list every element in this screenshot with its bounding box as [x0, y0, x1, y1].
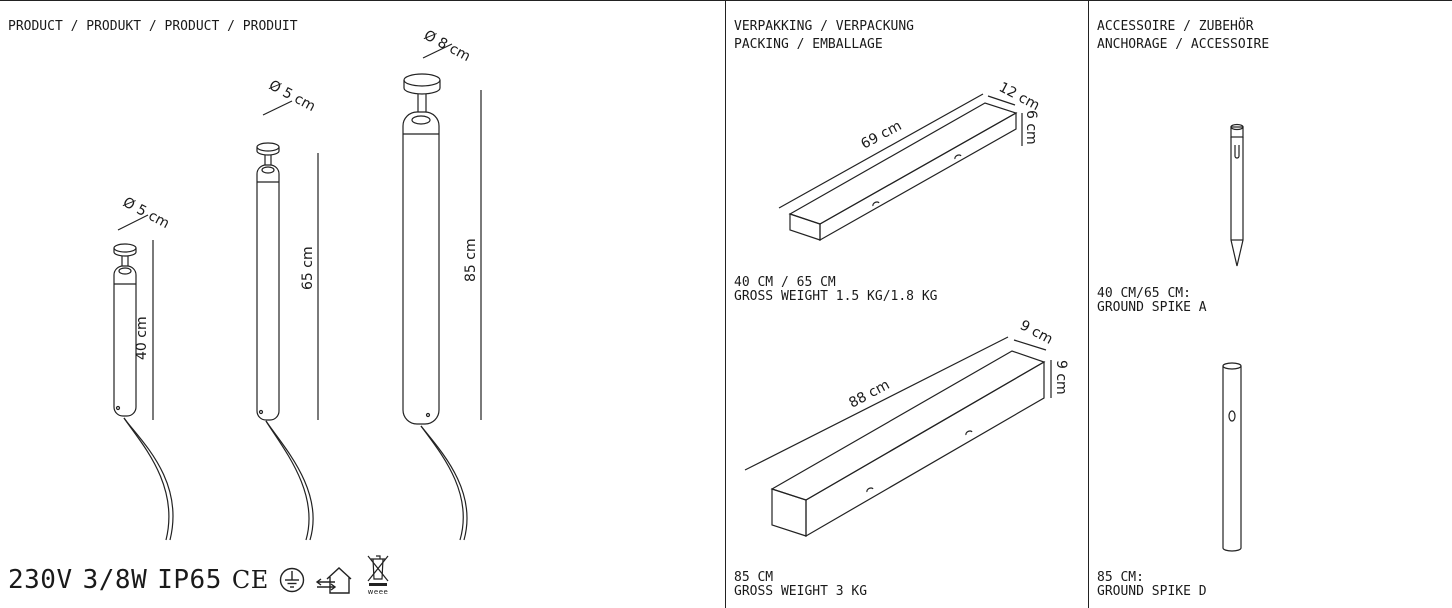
ground-spike-a-drawing	[1230, 123, 1244, 267]
divider-packing-accessoire	[1088, 0, 1089, 608]
packing-heading-line2: PACKING / EMBALLAGE	[734, 37, 883, 52]
spec-line: 230V 3/8W IP65 CE weee	[8, 555, 393, 595]
accessoire-heading-line2: ANCHORAGE / ACCESSOIRE	[1097, 37, 1270, 52]
spike-a-caption-line2: GROUND SPIKE A	[1097, 300, 1207, 315]
spike-d-caption-line1: 85 CM:	[1097, 570, 1144, 585]
lamp2-height-label: 65 cm	[300, 246, 316, 290]
box-large-drawing	[744, 336, 1052, 538]
accessoire-heading-line1: ACCESSOIRE / ZUBEHÖR	[1097, 19, 1254, 34]
voltage-text: 230V	[8, 565, 73, 595]
power-text: 3/8W	[82, 565, 148, 595]
bollard-85cm-drawing	[402, 43, 482, 541]
box2-height-label: 9 cm	[1053, 360, 1069, 395]
ce-mark-icon: CE	[231, 566, 269, 594]
spike-a-caption-line1: 40 CM/65 CM:	[1097, 286, 1191, 301]
divider-product-packing	[725, 0, 726, 608]
bollard-40cm-drawing	[113, 214, 174, 541]
box-small-drawing	[778, 93, 1023, 242]
lamp1-height-label: 40 cm	[134, 316, 150, 360]
box1-caption-line2: GROSS WEIGHT 1.5 KG/1.8 KG	[734, 289, 938, 304]
ip-rating-text: IP65	[157, 565, 222, 595]
box1-caption-line1: 40 CM / 65 CM	[734, 275, 836, 290]
bollard-65cm-drawing	[256, 100, 319, 541]
box1-height-label: 6 cm	[1023, 110, 1039, 145]
lamp3-height-label: 85 cm	[463, 238, 479, 282]
weee-bin-icon: weee	[367, 555, 389, 595]
spike-d-caption-line2: GROUND SPIKE D	[1097, 584, 1207, 599]
indoor-outdoor-house-icon	[315, 567, 352, 594]
packing-heading-line1: VERPAKKING / VERPACKUNG	[734, 19, 915, 34]
protective-earth-icon	[279, 567, 304, 593]
box2-caption-line2: GROSS WEIGHT 3 KG	[734, 584, 868, 599]
ground-spike-d-drawing	[1222, 362, 1242, 552]
product-heading: PRODUCT / PRODUKT / PRODUCT / PRODUIT	[8, 19, 298, 34]
product-drawing: Ø 5 cm 40 cm Ø 5 cm 65 cm Ø 8 cm 85 cm	[113, 27, 482, 541]
weee-label: weee	[367, 588, 388, 595]
packing-drawing: 69 cm 12 cm 6 cm 88 cm 9 cm 9 cm	[744, 79, 1069, 538]
box2-caption-line1: 85 CM	[734, 570, 774, 585]
